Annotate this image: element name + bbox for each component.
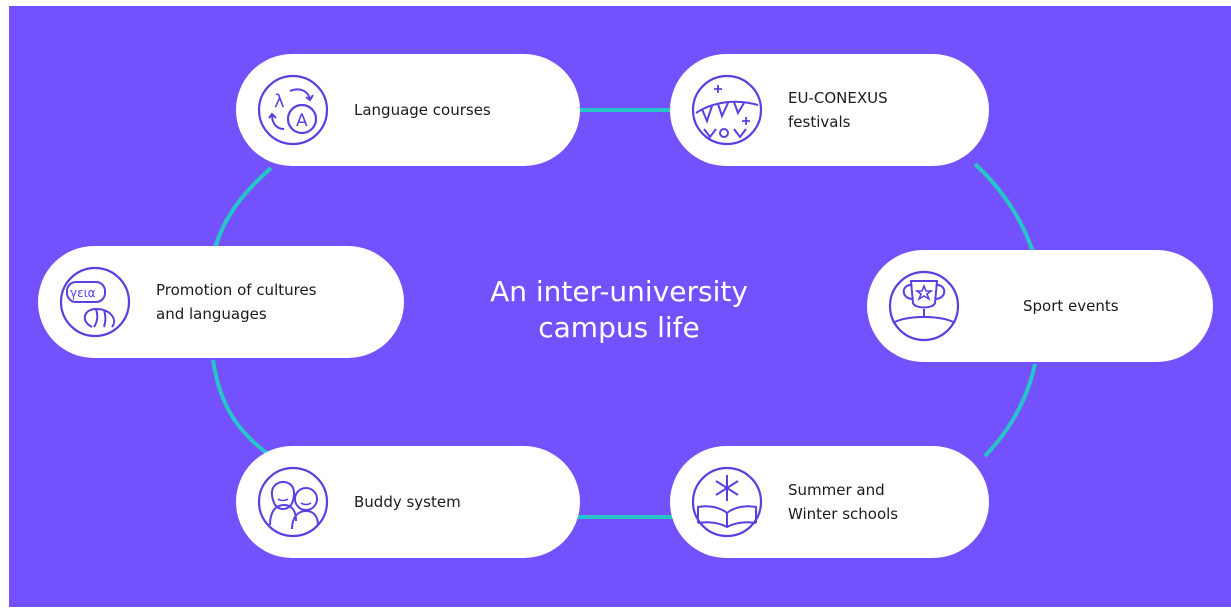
connector-lines [211, 108, 1037, 519]
snowflake-book-icon [691, 466, 763, 538]
connector-top-right [973, 162, 1035, 253]
node-label-schools: Summer and Winter schools [788, 481, 899, 523]
node-label-sport-events: Sport events [1023, 297, 1119, 315]
node-schools: Summer and Winter schools [670, 446, 989, 558]
croissant-icon: γεια [59, 266, 131, 338]
translate-icon: λ A [257, 74, 329, 146]
center-title: An inter-university campus life [490, 275, 748, 344]
node-language-courses: λ A Language courses [236, 54, 580, 166]
buddies-icon [257, 466, 329, 538]
diagram-canvas: An inter-university campus life λ A Lang… [9, 6, 1231, 607]
trophy-icon [888, 270, 960, 342]
node-festivals: EU-CONEXUS festivals [670, 54, 989, 166]
node-label-buddy-system: Buddy system [354, 493, 461, 511]
node-buddy-system: Buddy system [236, 446, 580, 558]
svg-text:A: A [296, 111, 308, 131]
connector-bottom-left [211, 359, 273, 458]
connector-top-left [213, 166, 273, 249]
node-promotion: γεια Promotion of cultures and languages [38, 246, 404, 358]
bunting-icon [691, 74, 763, 146]
node-label-promotion: Promotion of cultures and languages [156, 281, 317, 323]
svg-text:λ: λ [274, 91, 285, 112]
connector-bottom-right [983, 363, 1037, 458]
icon-greeting-text: γεια [70, 286, 96, 300]
node-label-language-courses: Language courses [354, 101, 491, 119]
node-label-festivals: EU-CONEXUS festivals [788, 89, 888, 131]
node-sport-events: Sport events [867, 250, 1213, 362]
